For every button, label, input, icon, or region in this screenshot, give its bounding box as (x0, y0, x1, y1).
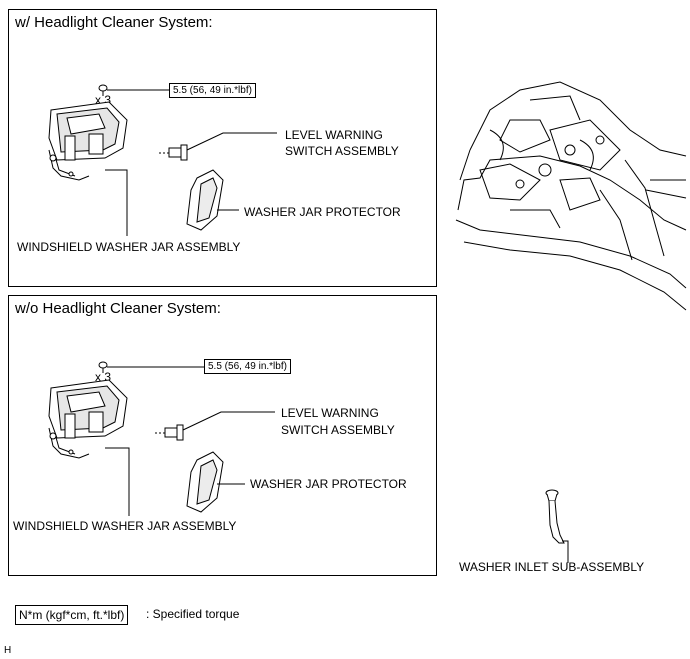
windshield-washer-jar-label: WINDSHIELD WASHER JAR ASSEMBLY (13, 519, 237, 533)
torque-legend-box: N*m (kgf*cm, ft.*lbf) (15, 605, 129, 625)
washer-jar-protector-label: WASHER JAR PROTECTOR (250, 477, 407, 491)
washer-jar-drawing (48, 101, 128, 181)
panel-title: w/o Headlight Cleaner System: (15, 300, 221, 317)
figure-id: H (4, 645, 12, 656)
panel-with-headlight-cleaner: w/ Headlight Cleaner System: 5.5 (56, 49… (8, 9, 437, 287)
washer-inlet-label: WASHER INLET SUB-ASSEMBLY (459, 560, 645, 574)
vehicle-front-engine-illustration (455, 81, 687, 311)
panel-title: w/ Headlight Cleaner System: (15, 14, 213, 31)
bolt-icon (98, 84, 108, 96)
level-switch-drawing (155, 424, 184, 441)
level-warning-switch-label-line2: SWITCH ASSEMBLY (285, 144, 399, 158)
level-warning-switch-label-line2: SWITCH ASSEMBLY (281, 423, 395, 437)
washer-jar-protector-label: WASHER JAR PROTECTOR (244, 205, 401, 219)
panel-2-parts-drawing (48, 361, 275, 516)
washer-jar-drawing (48, 379, 128, 459)
washer-jar-protector-drawing (186, 169, 224, 231)
torque-spec-box: 5.5 (56, 49 in.*lbf) (169, 83, 256, 98)
washer-inlet-drawing (545, 489, 569, 563)
bolt-icon (98, 361, 108, 373)
torque-spec-box: 5.5 (56, 49 in.*lbf) (204, 359, 291, 374)
level-warning-switch-label-line1: LEVEL WARNING (281, 406, 379, 420)
torque-legend-text: : Specified torque (146, 607, 240, 621)
panel-without-headlight-cleaner: w/o Headlight Cleaner System: 5.5 (56, 4… (8, 295, 437, 576)
level-switch-drawing (159, 144, 188, 161)
panel-1-parts-drawing (48, 84, 277, 236)
washer-jar-protector-drawing (186, 451, 224, 513)
level-warning-switch-label-line1: LEVEL WARNING (285, 128, 383, 142)
windshield-washer-jar-label: WINDSHIELD WASHER JAR ASSEMBLY (17, 240, 241, 254)
